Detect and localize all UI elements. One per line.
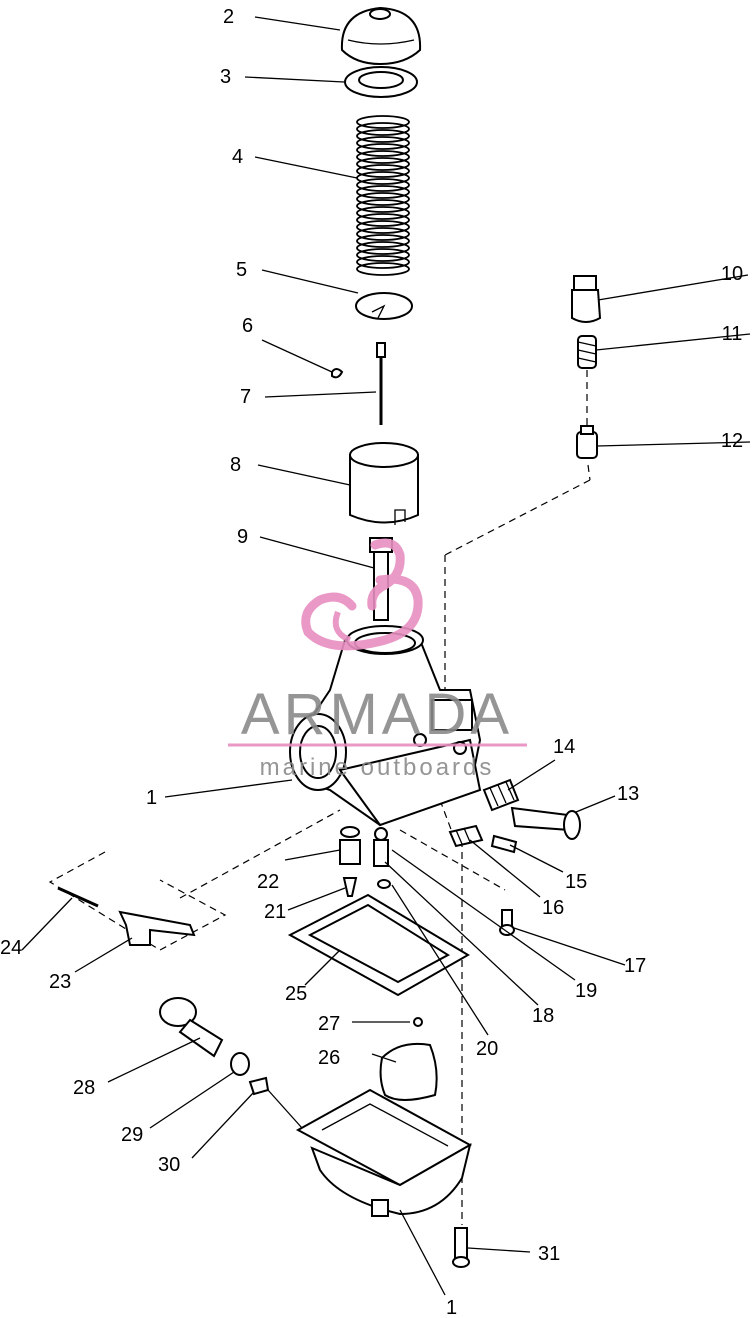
spring-coil <box>356 115 410 129</box>
spring-coil <box>356 122 410 136</box>
spring-coil <box>356 248 410 262</box>
spring-coil <box>356 185 410 199</box>
callout-10: 10 <box>721 263 743 285</box>
part-30-jet <box>248 1076 270 1096</box>
callout-31: 31 <box>538 1243 560 1265</box>
spring-coil <box>356 192 410 206</box>
part-23-float-arm <box>118 910 196 946</box>
spring-coil <box>356 143 410 157</box>
callout-18: 18 <box>532 1005 554 1027</box>
spring-coil <box>356 234 410 248</box>
callout-26: 26 <box>318 1047 340 1069</box>
watermark: ARMADA marine outboards <box>228 538 527 781</box>
callout-1-bowl: 1 <box>446 1297 457 1318</box>
watermark-brand: ARMADA <box>241 682 513 747</box>
callout-2: 2 <box>223 6 234 28</box>
callout-1-body: 1 <box>146 787 157 809</box>
part-15-16-idle-screw <box>448 824 518 854</box>
callout-4: 4 <box>232 146 243 168</box>
part-13-screw <box>510 806 581 840</box>
spring-coil <box>356 213 410 227</box>
part-8-throttle-valve <box>349 442 419 525</box>
spring-coil <box>356 206 410 220</box>
callout-3: 3 <box>220 66 231 88</box>
part-24-pin <box>57 886 99 908</box>
part-14-spring <box>482 778 520 812</box>
spring-coil <box>356 136 410 150</box>
spring-coil <box>356 227 410 241</box>
callout-9: 9 <box>237 526 248 548</box>
callout-23: 23 <box>49 971 71 993</box>
callout-14: 14 <box>553 736 575 758</box>
part-12-fitting <box>576 425 598 459</box>
callout-6: 6 <box>242 315 253 337</box>
callout-22: 22 <box>257 871 279 893</box>
spring-coil <box>356 220 410 234</box>
watermark-tagline: marine outboards <box>260 754 495 781</box>
spring-coil <box>356 157 410 171</box>
spring-coil <box>356 255 410 269</box>
callout-19: 19 <box>575 980 597 1002</box>
leader-lines <box>21 16 751 1296</box>
callout-12: 12 <box>721 430 743 452</box>
part-10-cap <box>571 275 602 323</box>
spring-coil <box>356 241 410 255</box>
part-1-carburetor-body <box>289 625 482 827</box>
callout-25: 25 <box>285 983 307 1005</box>
spring-coil <box>356 178 410 192</box>
part-28-banjo <box>159 997 224 1058</box>
callout-17: 17 <box>624 955 646 977</box>
callout-30: 30 <box>158 1154 180 1176</box>
spring-coil <box>356 171 410 185</box>
watermark-logo-emblem <box>301 538 423 651</box>
callout-20: 20 <box>476 1038 498 1060</box>
callout-21: 21 <box>264 901 286 923</box>
part-7-needle <box>376 342 386 425</box>
callout-29: 29 <box>121 1124 143 1146</box>
callout-5: 5 <box>236 259 247 281</box>
callout-11: 11 <box>722 323 743 345</box>
assembly-guide-lines <box>48 370 591 1225</box>
part-11-spring <box>577 335 597 369</box>
callout-28: 28 <box>73 1077 95 1099</box>
part-18-19-20-jets <box>373 827 391 889</box>
part-27-ball <box>413 1017 423 1027</box>
callout-16: 16 <box>542 897 564 919</box>
callout-15: 15 <box>565 871 587 893</box>
part-25-gasket <box>287 893 470 997</box>
part-17-screw <box>499 909 515 936</box>
spring-coil <box>356 164 410 178</box>
callout-13: 13 <box>617 783 639 805</box>
callout-27: 27 <box>318 1013 340 1035</box>
part-3-washer <box>344 66 418 98</box>
part-6-clip <box>331 368 344 379</box>
spring-coil <box>356 129 410 143</box>
spring-coil <box>356 150 410 164</box>
part-26-float <box>379 1042 438 1101</box>
callout-24: 24 <box>0 937 22 959</box>
callout-8: 8 <box>230 454 241 476</box>
callout-7: 7 <box>240 386 251 408</box>
part-1-float-bowl <box>295 1088 473 1217</box>
spring-coil <box>356 262 410 276</box>
part-31-screw <box>452 1227 470 1268</box>
part-29-washer <box>230 1052 250 1076</box>
part-21-22-needle-valve <box>339 826 361 897</box>
callout-labels: 2 3 4 5 6 7 8 9 10 11 12 1 14 13 22 15 2… <box>0 6 743 1318</box>
part-2-cap <box>340 6 422 66</box>
part-4-spring <box>356 115 410 276</box>
spring-coil <box>356 199 410 213</box>
part-5-retainer <box>355 292 413 320</box>
